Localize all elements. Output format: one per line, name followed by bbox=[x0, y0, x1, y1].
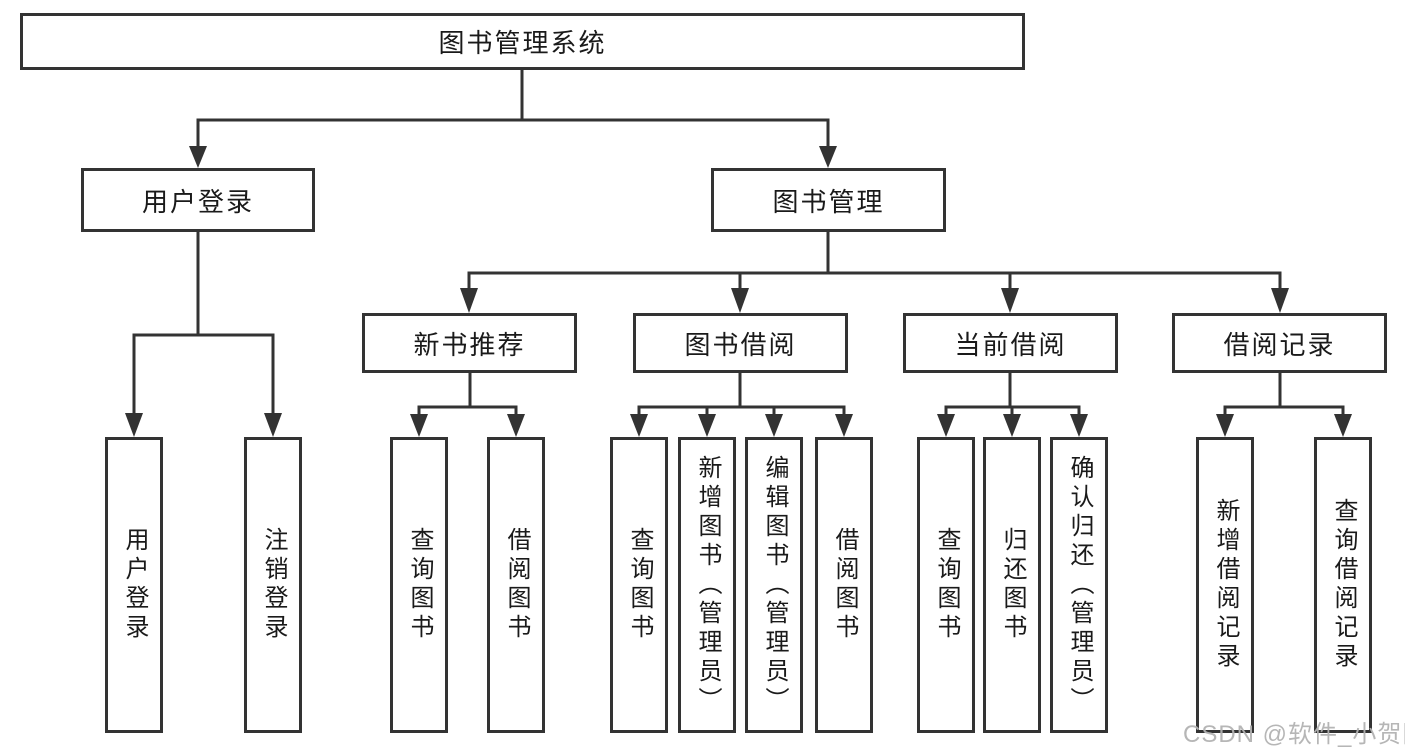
node-leaf-query-borrow-record: 查询借阅记录 bbox=[1314, 437, 1372, 733]
node-root-system: 图书管理系统 bbox=[20, 13, 1025, 70]
node-leaf-borrow-query-book: 查询图书 bbox=[610, 437, 668, 733]
node-leaf-recommend-borrow-book: 借阅图书 bbox=[487, 437, 545, 733]
node-module-new-book-recommend: 新书推荐 bbox=[362, 313, 577, 373]
node-leaf-confirm-return-admin: 确认归还（管理员） bbox=[1050, 437, 1108, 733]
csdn-watermark: CSDN @软件_小贺同学 bbox=[1183, 721, 1405, 747]
node-leaf-add-borrow-record: 新增借阅记录 bbox=[1196, 437, 1254, 733]
node-branch-book-management: 图书管理 bbox=[711, 168, 946, 232]
node-leaf-recommend-query-book: 查询图书 bbox=[390, 437, 448, 733]
node-branch-user-login: 用户登录 bbox=[81, 168, 315, 232]
node-module-book-borrow: 图书借阅 bbox=[633, 313, 848, 373]
node-leaf-add-book-admin: 新增图书（管理员） bbox=[678, 437, 736, 733]
node-leaf-return-book: 归还图书 bbox=[983, 437, 1041, 733]
node-module-current-borrow: 当前借阅 bbox=[903, 313, 1118, 373]
node-leaf-borrow-book: 借阅图书 bbox=[815, 437, 873, 733]
node-module-borrow-records: 借阅记录 bbox=[1172, 313, 1387, 373]
node-leaf-current-query-book: 查询图书 bbox=[917, 437, 975, 733]
node-leaf-logout: 注销登录 bbox=[244, 437, 302, 733]
node-leaf-user-login: 用户登录 bbox=[105, 437, 163, 733]
node-leaf-edit-book-admin: 编辑图书（管理员） bbox=[745, 437, 803, 733]
